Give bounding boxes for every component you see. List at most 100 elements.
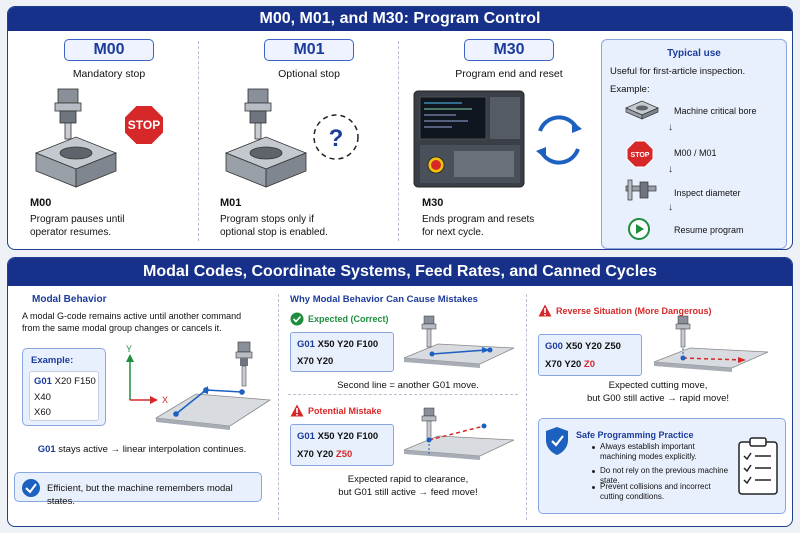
warning-icon xyxy=(290,404,304,417)
cnc-controller-icon xyxy=(413,90,525,188)
reverse-caption-1: Expected cutting move, xyxy=(608,380,708,391)
m01-desc-2: optional stop is enabled. xyxy=(220,227,328,238)
safe-item-1: Always establish important machining mod… xyxy=(600,442,697,461)
bore-part-icon xyxy=(625,100,659,120)
column-divider xyxy=(526,294,527,520)
typical-step-4: Resume program xyxy=(674,225,744,235)
modal-code-line-1: G01 X20 F150 xyxy=(34,376,96,387)
potential-code-line-2: X70 Y20 Z50 xyxy=(297,449,353,460)
m30-illustration xyxy=(413,90,582,188)
potential-code-box: G01 X50 Y20 F100 X70 Y20 Z50 xyxy=(290,424,394,466)
typical-step-1: Machine critical bore xyxy=(674,106,757,116)
reverse-code-line-1: G00 X50 Y20 Z50 xyxy=(545,341,621,352)
m30-badge: M30 xyxy=(464,39,554,61)
modal-path-diagram: Y X xyxy=(126,341,272,430)
play-icon xyxy=(628,218,650,240)
m01-label: M01 xyxy=(220,197,242,209)
potential-code-line-1: G01 X50 Y20 F100 xyxy=(297,431,379,442)
program-control-title: M00, M01, and M30: Program Control xyxy=(8,7,792,31)
expected-code-box: G01 X50 Y20 F100 X70 Y20 xyxy=(290,332,394,372)
m00-illustration: STOP xyxy=(34,88,165,188)
program-control-panel: M00, M01, and M30: Program Control M00 M… xyxy=(7,6,793,250)
column-divider xyxy=(398,41,399,241)
m30-desc-2: for next cycle. xyxy=(422,227,484,238)
modal-code-block: G01 X20 F150 X40 X60 xyxy=(29,371,99,421)
warning-icon xyxy=(538,304,552,317)
stop-sign-icon: STOP xyxy=(123,104,165,146)
svg-text:Y: Y xyxy=(126,344,132,354)
typical-step-2: M00 / M01 xyxy=(674,148,717,158)
spindle-icon xyxy=(235,341,253,387)
potential-caption-2: but G01 still active → feed move! xyxy=(338,487,478,498)
spindle-icon xyxy=(54,88,82,140)
checklist-clipboard-icon xyxy=(738,437,778,495)
bullet-dot xyxy=(592,446,595,449)
shield-icon xyxy=(546,427,568,455)
arrow-down-icon: ↓ xyxy=(668,164,673,175)
typical-use-example: Example: xyxy=(610,84,650,95)
m30-label: M30 xyxy=(422,197,444,209)
reverse-code-box: G00 X50 Y20 Z50 X70 Y20 Z0 xyxy=(538,334,642,376)
modal-desc-2: from the same modal group changes or can… xyxy=(22,323,222,333)
expected-code-line-1: G01 X50 Y20 F100 xyxy=(297,339,379,350)
m00-badge: M00 xyxy=(64,39,154,61)
check-circle-icon xyxy=(22,479,40,497)
potential-caption-1: Expected rapid to clearance, xyxy=(347,474,469,485)
modal-codes-title: Modal Codes, Coordinate Systems, Feed Ra… xyxy=(8,258,792,286)
reverse-code-line-2: X70 Y20 Z0 xyxy=(545,359,596,370)
reverse-title: Reverse Situation (More Dangerous) xyxy=(556,306,712,316)
spindle-icon xyxy=(244,88,272,140)
modal-example-label: Example: xyxy=(31,355,74,366)
modal-note-text: Efficient, but the machine remembers mod… xyxy=(47,483,233,507)
caliper-icon xyxy=(625,179,657,201)
reverse-caption-2: but G00 still active → rapid move! xyxy=(586,393,730,404)
question-icon: ? xyxy=(313,114,359,160)
m00-desc-1: Program pauses until xyxy=(30,214,125,225)
arrow-down-icon: ↓ xyxy=(668,122,673,133)
bullet-dot xyxy=(592,486,595,489)
modal-behavior-title: Modal Behavior xyxy=(32,294,107,305)
safe-item-3: Prevent collisions and incorrect cutting… xyxy=(600,482,711,501)
axis-icon: Y X xyxy=(126,344,168,405)
safe-item-2: Do not rely on the previous machine stat… xyxy=(600,466,729,485)
modal-note-box: Efficient, but the machine remembers mod… xyxy=(14,472,262,507)
potential-path-diagram xyxy=(403,407,515,460)
mistakes-title: Why Modal Behavior Can Cause Mistakes xyxy=(290,294,478,305)
m01-badge: M01 xyxy=(264,39,354,61)
workpiece-icon xyxy=(224,136,308,188)
expected-caption: Second line = another G01 move. xyxy=(337,380,479,391)
tool-path-icon xyxy=(173,386,245,417)
column-divider xyxy=(278,294,279,520)
expected-code-line-2: X70 Y20 xyxy=(297,356,334,367)
typical-use-box: Typical use Useful for first-article ins… xyxy=(601,39,787,249)
check-circle-icon xyxy=(290,312,304,326)
modal-example-box: Example: G01 X20 F150 X40 X60 xyxy=(22,348,106,426)
svg-text:?: ? xyxy=(329,125,344,152)
m30-desc-1: Ends program and resets xyxy=(422,214,535,225)
arrow-down-icon: ↓ xyxy=(668,202,673,213)
typical-step-3: Inspect diameter xyxy=(674,188,741,198)
svg-text:STOP: STOP xyxy=(631,152,650,159)
expected-title: Expected (Correct) xyxy=(308,314,389,324)
modal-caption: G01 stays active → linear interpolation … xyxy=(37,444,247,455)
potential-title: Potential Mistake xyxy=(308,406,382,416)
typical-use-title: Typical use xyxy=(667,48,721,59)
column-divider xyxy=(198,41,199,241)
modal-desc-1: A modal G-code remains active until anot… xyxy=(22,311,242,321)
m01-desc-1: Program stops only if xyxy=(220,214,314,225)
reset-cycle-icon xyxy=(536,115,582,165)
m00-desc-2: operator resumes. xyxy=(30,227,112,238)
m01-illustration: ? xyxy=(224,88,359,188)
row-divider xyxy=(288,394,518,395)
m01-subtitle: Optional stop xyxy=(278,68,340,80)
m00-subtitle: Mandatory stop xyxy=(72,68,146,80)
modal-code-line-3: X60 xyxy=(34,407,51,418)
m30-subtitle: Program end and reset xyxy=(455,68,563,80)
expected-path-diagram xyxy=(403,315,515,368)
workpiece-plate-icon xyxy=(154,393,272,430)
modal-codes-panel: Modal Codes, Coordinate Systems, Feed Ra… xyxy=(7,257,793,527)
svg-text:STOP: STOP xyxy=(128,118,160,132)
reverse-path-diagram xyxy=(653,315,769,372)
stop-sign-icon: STOP xyxy=(626,140,654,168)
modal-code-line-2: X40 xyxy=(34,392,51,403)
